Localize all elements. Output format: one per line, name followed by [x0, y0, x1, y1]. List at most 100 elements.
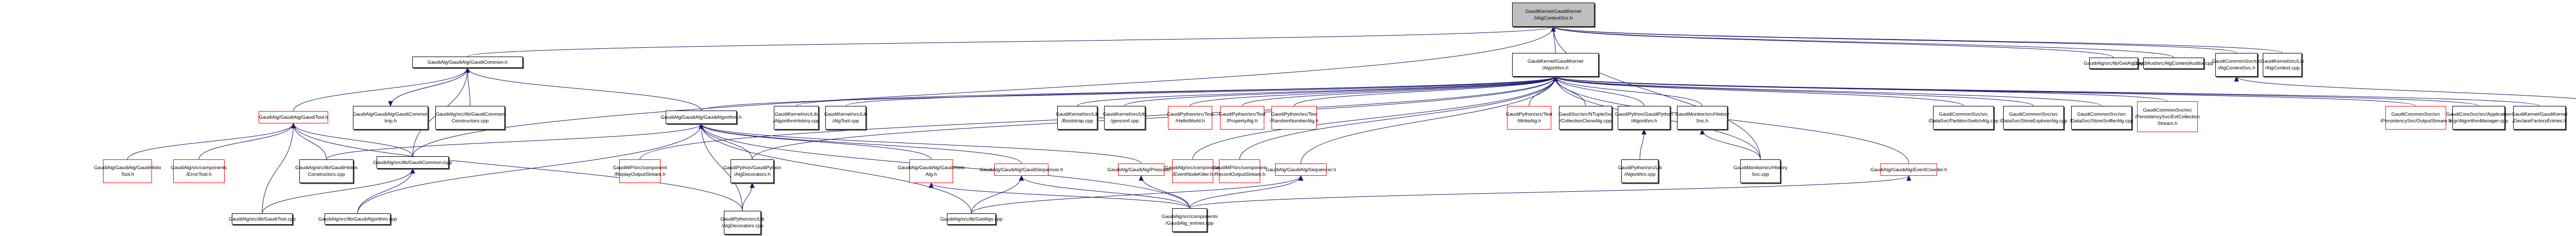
- graph-node-declarefactoryentries-h[interactable]: GaudiKernel/GaudiKernel /DeclareFactoryE…: [2512, 106, 2567, 130]
- edge-algcontextsvc-h-to-root: [1553, 26, 2237, 53]
- arrowhead-icon: [2234, 76, 2239, 82]
- graph-node-storesnifferalg-cpp[interactable]: GaudiCommonSvc/src /DataSvc/StoreSniffer…: [2070, 106, 2133, 130]
- graph-node-gaudialgorithm-h[interactable]: GaudiAlg/GaudiAlg/GaudiAlgorithm.h: [661, 111, 741, 124]
- graph-node-propertyalg-h[interactable]: GaudiPython/src/Test /PropertyAlg.h: [1219, 106, 1265, 130]
- graph-node-gaudicommonconstructors-cpp[interactable]: GaudiAlg/src/lib/GaudiCommon Constructor…: [435, 106, 505, 130]
- graph-node-evtcollectionstream-h[interactable]: GaudiCommonSvc/src /PersistencySvc/EvtCo…: [2135, 101, 2200, 132]
- graph-node-sequencer-h[interactable]: GaudiAlg/GaudiAlg/Sequencer.h: [1266, 164, 1336, 176]
- graph-node-algorithmhistory-cpp[interactable]: GaudiKernel/src/Lib /AlgorithmHistory.cp…: [773, 106, 819, 130]
- graph-node-gaudialgorithm-cpp[interactable]: GaudiAlg/src/lib/GaudiAlgorithm.cpp: [318, 213, 397, 225]
- graph-node-getalgs-cpp[interactable]: GaudiAlg/src/lib/GetAlgs.cpp: [940, 213, 1003, 225]
- edge-gaudihistosconstructors-cpp-to-gaudialgorithm-h: [326, 123, 702, 160]
- edge-gaudihistotool-h-to-gauditool-h: [127, 123, 294, 160]
- graph-node-getalg-cpp[interactable]: GaudiAlg/src/lib/GetAlg.cpp: [2083, 58, 2144, 69]
- graph-node-collectionclonealg-cpp[interactable]: GaudiSvc/src/NTupleSvc /CollectionCloneA…: [1558, 106, 1613, 130]
- arrowhead-icon: [750, 182, 755, 188]
- edge-gaudicommon-icpp-to-gauditool-h: [293, 123, 413, 157]
- edge-gaudialg-entries-cpp-to-gaudisequencer-h: [1021, 175, 1190, 209]
- edge-recordoutputstream-h-to-algorithm-h: [1239, 76, 1556, 160]
- edge-algcontextauditor-cpp-to-root: [1553, 26, 2174, 58]
- edge-bootstrap-cpp-to-algorithm-h: [1077, 76, 1556, 106]
- graph-node-algdecorators-cpp[interactable]: GaudiPython/src/Lib /AlgDecorators.cpp: [720, 211, 765, 234]
- edge-gaudialgorithm-h-to-gaudicommon-h: [467, 67, 702, 111]
- graph-node-errortool-h[interactable]: GaudiAlg/src/components /ErrorTool.h: [171, 159, 227, 183]
- graph-node-gaudihistotool-h[interactable]: GaudiAlg/GaudiAlg/GaudiHisto Tool.h: [94, 159, 161, 183]
- edge-gaudihistoalg-h-to-gaudialgorithm-h: [701, 123, 931, 160]
- edge-historysvc-cpp-to-historysvc-h: [1702, 129, 1761, 160]
- graph-node-gaudicommon-h[interactable]: GaudiAlg/GaudiAlg/GaudiCommon.h: [412, 57, 523, 68]
- graph-node-gaudicommon-icpp[interactable]: GaudiAlg/src/lib/GaudiCommon.icpp: [373, 156, 452, 169]
- graph-node-gaudihistoalg-h[interactable]: GaudiAlg/GaudiAlg/GaudiHisto Alg.h: [897, 159, 965, 183]
- edge-algcontext-cpp-to-root: [1553, 26, 2283, 53]
- graph-node-algorithmmanager-cpp[interactable]: GaudiCoreSvc/src/Application Mgr/Algorit…: [2446, 106, 2511, 130]
- edge-storesnifferalg-cpp-to-algorithm-h: [1555, 76, 2102, 106]
- graph-node-bootstrap-cpp[interactable]: GaudiKernel/src/Lib /Bootstrap.cpp: [1056, 106, 1099, 130]
- graph-node-eventnodekiller-h[interactable]: GaudiAlg/src/components /EventNodeKiller…: [1165, 159, 1221, 183]
- graph-node-algcontextsvc-h[interactable]: GaudiCommonSvc/src /AlgContextSvc.h: [2212, 53, 2261, 77]
- edge-algorithmhistory-cpp-to-algorithm-h: [796, 76, 1556, 106]
- edge-eventnodekiller-h-to-algorithm-h: [1192, 76, 1556, 160]
- graph-node-historysvc-cpp[interactable]: GaudiMonitor/src/History Svc.cpp: [1734, 159, 1787, 183]
- edge-evtcounter-h-to-algorithm-h: [1555, 76, 1909, 164]
- edge-replayoutputstream-h-to-algorithm-h: [639, 76, 1556, 160]
- arrowhead-icon: [1553, 76, 1558, 82]
- arrowhead-icon: [1139, 175, 1144, 181]
- edge-getalgs-cpp-to-gaudialgorithm-h: [701, 123, 972, 214]
- graph-node-gaudisequencer-h[interactable]: GaudiAlg/GaudiAlg/GaudiSequencer.h: [979, 164, 1063, 176]
- edge-partitionswitchalg-cpp-to-algorithm-h: [1555, 76, 1964, 106]
- graph-node-historysvc-h[interactable]: GaudiMonitor/src/History Svc.h: [1675, 106, 1729, 130]
- graph-node-algdecorators-h[interactable]: GaudiPython/GaudiPython /AlgDecorators.h: [723, 159, 781, 183]
- edge-prescaler-h-to-gaudialgorithm-h: [701, 123, 1142, 164]
- edge-gaudialg-entries-cpp-to-sequencer-h: [1189, 175, 1301, 209]
- graph-node-replayoutputstream-h[interactable]: GaudiMP/src/component /ReplayOutputStrea…: [613, 159, 667, 183]
- edge-gaudicommon-icpp-to-root: [412, 26, 1554, 157]
- graph-node-gaudihistosconstructors-cpp[interactable]: GaudiAlg/src/lib/GaudiHistos Constructor…: [295, 159, 358, 183]
- edge-propertyalg-h-to-algorithm-h: [1242, 76, 1556, 106]
- graph-node-algcontextauditor-cpp[interactable]: GaudiAud/src/AlgContextAuditor.cpp: [2134, 58, 2213, 69]
- edge-genconf-cpp-to-algorithm-h: [1124, 76, 1556, 106]
- arrowhead-icon: [1641, 129, 1647, 135]
- edge-gaudialg-entries-cpp-to-evtcounter-h: [1189, 175, 1909, 209]
- graph-node-genconf-cpp[interactable]: GaudiKernel/src/Util /genconf.cpp: [1103, 106, 1146, 130]
- arrowhead-icon: [699, 123, 704, 129]
- graph-node-partitionswitchalg-cpp[interactable]: GaudiCommonSvc/src /DataSvc/PartitionSwi…: [1928, 106, 1998, 130]
- graph-node-algcontext-cpp[interactable]: GaudiKernel/src/Lib /AlgContext.cpp: [2261, 53, 2304, 77]
- edge-sequencer-h-to-algorithm-h: [1300, 76, 1556, 164]
- graph-node-storeexploreralg-cpp[interactable]: GaudiCommonSvc/src /DataSvc/StoreExplore…: [2000, 106, 2067, 130]
- edge-algtool-cpp-to-algorithm-h: [845, 76, 1556, 106]
- graph-node-writealg-h[interactable]: GaudiPython/src/Test /WriteAlg.h: [1506, 106, 1552, 130]
- graph-node-recordoutputstream-h[interactable]: GaudiMP/src/component /RecordOutputStrea…: [1213, 159, 1266, 183]
- edge-algdecorators-h-to-algorithm-h: [752, 76, 1556, 160]
- edge-gaudialg-entries-cpp-to-gaudihistoalg-h: [931, 183, 1190, 209]
- graph-node-gaudipython-algorithm-cpp[interactable]: GaudiPython/src/Lib /Algorithm.cpp: [1618, 159, 1662, 183]
- graph-node-gaudicommonimp-h[interactable]: GaudiAlg/GaudiAlg/GaudiCommon Imp.h: [352, 106, 429, 130]
- edge-gaudialgorithm-cpp-to-gaudicommon-icpp: [357, 168, 413, 214]
- arrowhead-icon: [1551, 26, 1556, 32]
- graph-node-randomnumberalg-h[interactable]: GaudiPython/src/Test /RandomNumberAlg.h: [1270, 106, 1318, 130]
- graph-node-evtcounter-h[interactable]: GaudiAlg/GaudiAlg/EventCounter.h: [1871, 164, 1947, 176]
- edge-errortool-h-to-gauditool-h: [198, 123, 294, 160]
- edge-getalgs-cpp-to-sequencer-h: [971, 175, 1301, 214]
- edge-storeexploreralg-cpp-to-algorithm-h: [1555, 76, 2034, 106]
- graph-node-root: GaudiKernel/GaudiKernel /IAlgContextSvc.…: [1512, 3, 1595, 27]
- edge-gaudisequencer-h-to-gaudialgorithm-h: [701, 123, 1022, 164]
- graph-node-algtool-cpp[interactable]: GaudiKernel/src/Lib /AlgTool.cpp: [824, 106, 867, 130]
- graph-node-helloworld-h[interactable]: GaudiPython/src/Test /HelloWorld.h: [1167, 106, 1213, 130]
- graph-node-gauditool-cpp[interactable]: GaudiAlg/src/lib/GaudiTool.cpp: [229, 213, 296, 225]
- arrowhead-icon: [410, 168, 415, 174]
- graph-node-algorithm-h[interactable]: GaudiKernel/GaudiKernel /Algorithm.h: [1512, 53, 1599, 77]
- edge-gaudialgorithm-cpp-to-gaudialgorithm-h: [357, 123, 702, 214]
- graph-node-gaudialg-entries-cpp[interactable]: GaudiAlg/src/components /GaudiAlg_entrie…: [1162, 208, 1217, 232]
- graph-node-prescaler-h[interactable]: GaudiAlg/GaudiAlg/Prescaler.h: [1108, 164, 1175, 176]
- graph-node-outputstream-h[interactable]: GaudiCommonSvc/src /PersistencySvc/Outpu…: [2380, 106, 2451, 130]
- arrowhead-icon: [1700, 129, 1705, 135]
- edge-historysvc-cpp-to-root: [1553, 26, 1761, 160]
- edge-gauditool-cpp-to-gauditool-h: [262, 123, 294, 214]
- edge-gaudipython-algorithm-h-to-algorithm-h: [1555, 76, 1645, 106]
- graph-node-gauditool-h[interactable]: GaudiAlg/GaudiAlg/GaudiTool.h: [259, 111, 328, 123]
- edge-helloworld-h-to-algorithm-h: [1190, 76, 1556, 106]
- arrowhead-icon: [291, 122, 296, 129]
- graph-node-gaudipython-algorithm-h[interactable]: GaudiPython/GaudiPython /Algorithm.h: [1615, 106, 1673, 130]
- edge-gauditool-cpp-to-gaudicommon-icpp: [262, 168, 413, 214]
